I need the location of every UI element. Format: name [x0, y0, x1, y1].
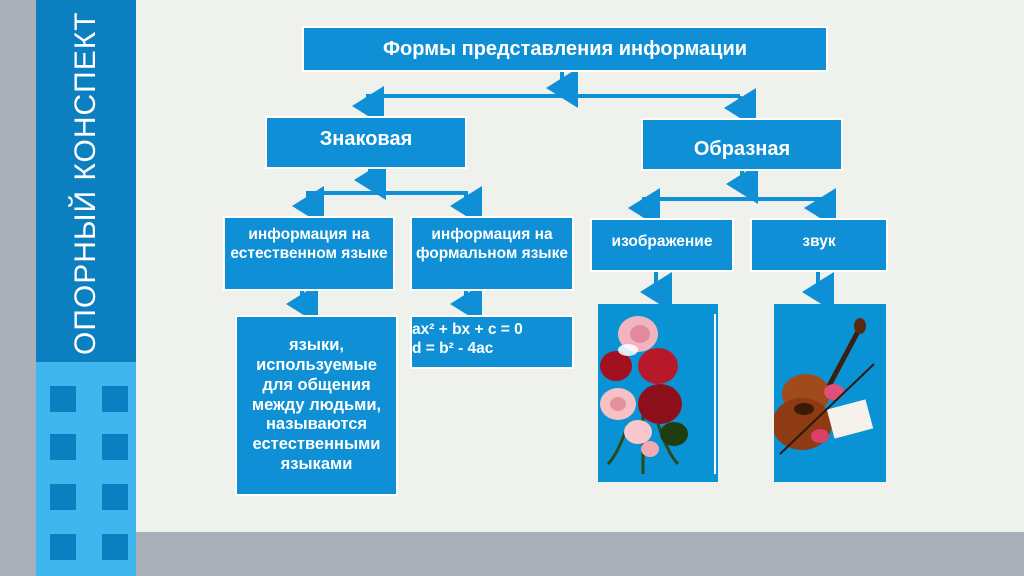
image-node: изображение	[590, 218, 734, 272]
root-node: Формы представления информации	[302, 26, 828, 72]
signed-node: Знаковая	[265, 116, 467, 169]
decor-square	[102, 534, 128, 560]
formal-language-formulas: ax² + bx + c = 0 d = b² - 4ac	[410, 315, 574, 369]
violin-icon	[772, 318, 875, 455]
flowers-bouquet-icon	[600, 314, 716, 474]
left-gray-stripe	[0, 0, 36, 576]
natural-language-description: языки, используемые для общения между лю…	[235, 315, 398, 496]
decor-square	[102, 434, 128, 460]
figurative-node: Образная	[641, 118, 843, 171]
natural-language-node: информация на естественном языке	[223, 216, 395, 291]
decor-square	[102, 386, 128, 412]
formula-line-1: ax² + bx + c = 0	[412, 321, 523, 338]
decor-square	[102, 484, 128, 510]
formula-line-2: d = b² - 4ac	[412, 339, 494, 357]
sound-node: звук	[750, 218, 888, 272]
sidebar-dark-panel	[36, 0, 136, 362]
decor-square	[50, 484, 76, 510]
decor-square	[50, 534, 76, 560]
decor-square	[50, 434, 76, 460]
bottom-bar	[136, 532, 1024, 576]
decor-square	[50, 386, 76, 412]
formal-language-node: информация на формальном языке	[410, 216, 574, 291]
flowers-picture	[598, 304, 718, 482]
violin-picture	[772, 304, 886, 482]
